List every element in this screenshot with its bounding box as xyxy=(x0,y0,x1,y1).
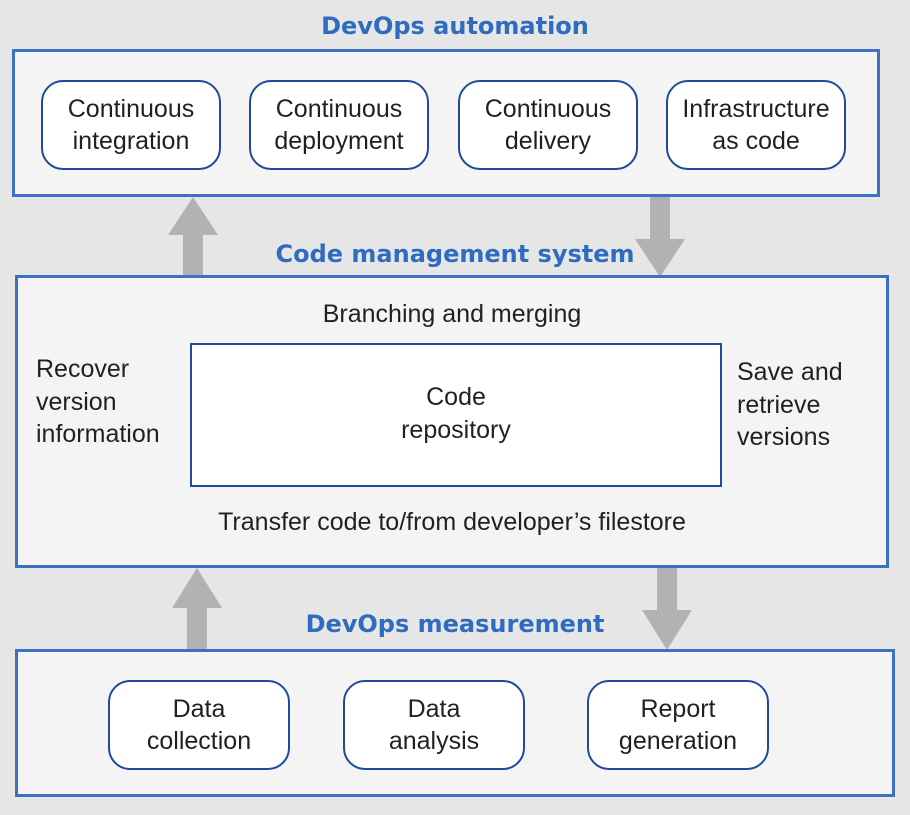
transfer-code-label: Transfer code to/from developer’s filest… xyxy=(218,508,686,536)
infrastructure-as-code-box: Infrastructure as code xyxy=(666,80,846,170)
data-analysis-box: Data analysis xyxy=(343,680,525,770)
continuous-delivery-box: Continuous delivery xyxy=(458,80,638,170)
devops-measurement-heading: DevOps measurement xyxy=(305,610,605,638)
devops-measurement-panel: Data collection Data analysis Report gen… xyxy=(15,649,895,797)
devops-automation-panel: Continuous integration Continuous deploy… xyxy=(12,49,880,197)
branching-merging-label: Branching and merging xyxy=(322,300,582,328)
arrow-up-to-code-management xyxy=(172,568,222,650)
continuous-integration-box: Continuous integration xyxy=(41,80,221,170)
code-management-panel: Branching and merging Recover version in… xyxy=(15,275,889,568)
data-collection-box: Data collection xyxy=(108,680,290,770)
report-generation-box: Report generation xyxy=(587,680,769,770)
continuous-deployment-box: Continuous deployment xyxy=(249,80,429,170)
save-retrieve-label: Save and retrieve versions xyxy=(737,358,843,451)
arrow-down-from-code-management xyxy=(642,568,692,650)
devops-automation-heading: DevOps automation xyxy=(321,12,589,40)
code-repository-box: Code repository xyxy=(190,343,722,487)
recover-version-label: Recover version information xyxy=(36,355,160,448)
arrow-up-to-automation xyxy=(168,197,218,277)
code-management-heading: Code management system xyxy=(275,240,635,268)
arrow-down-from-automation xyxy=(635,197,685,277)
